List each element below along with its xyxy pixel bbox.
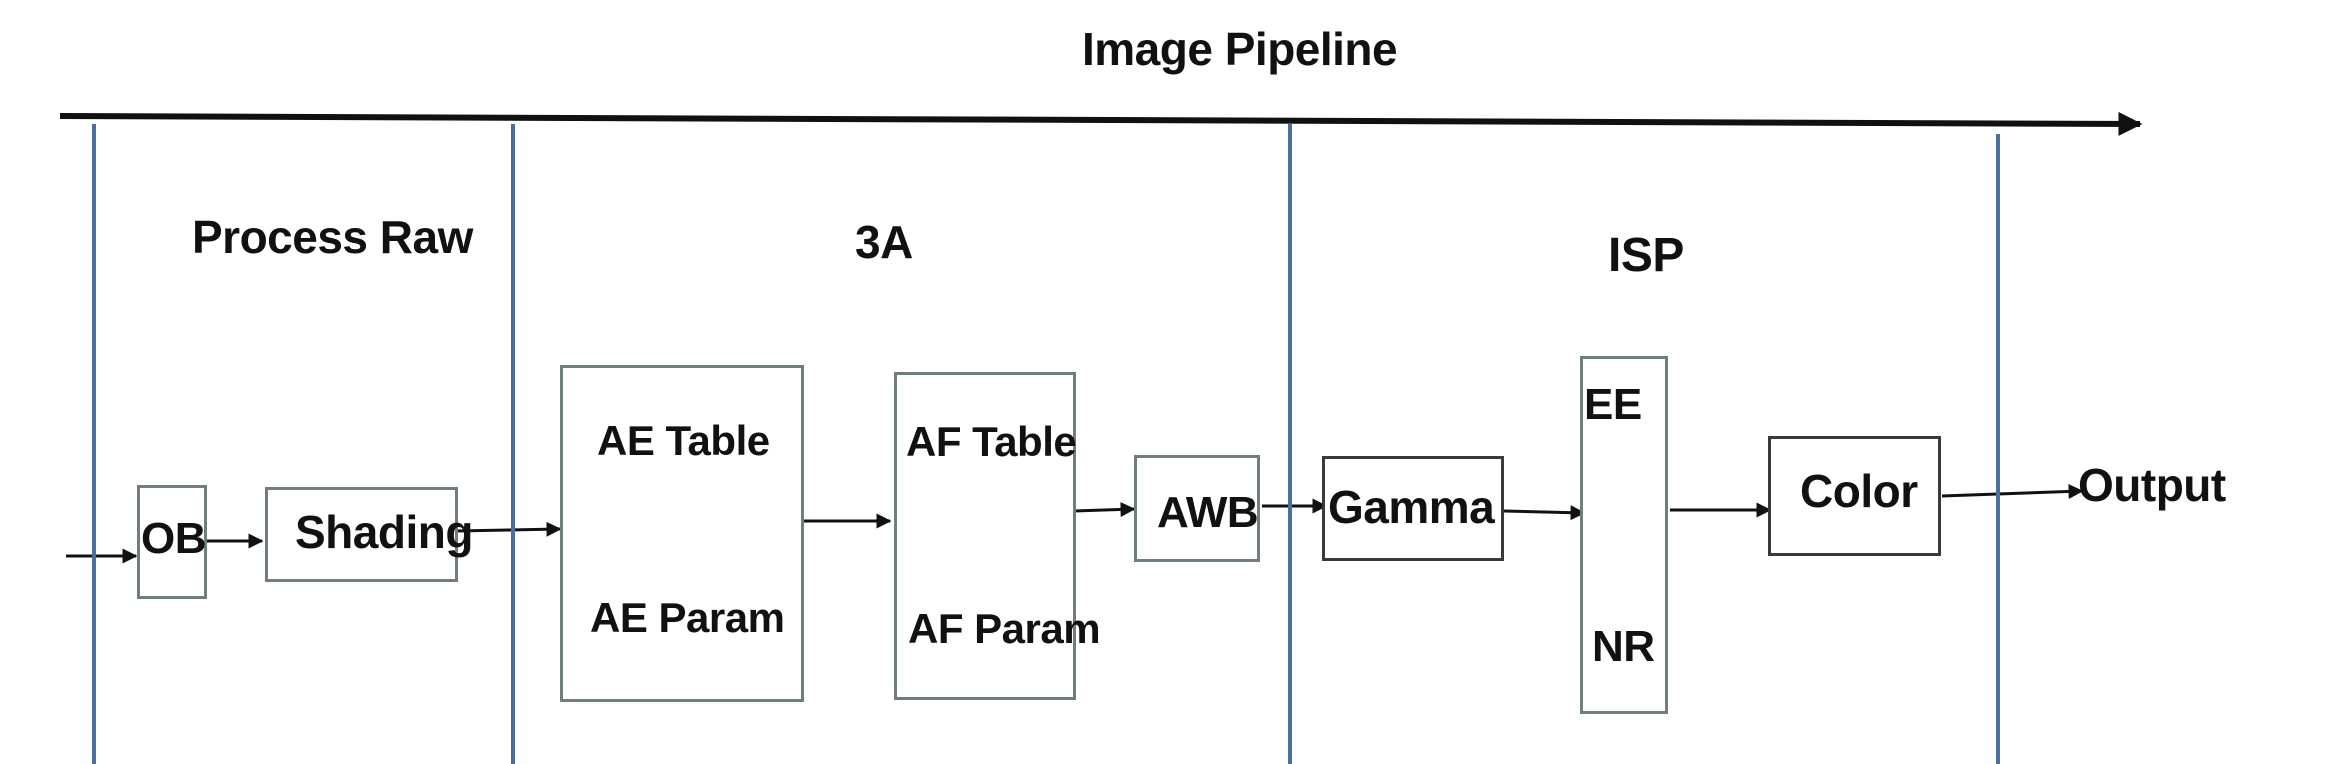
af-table-label: AF Table bbox=[906, 418, 1077, 465]
section-process-raw: Process Raw bbox=[192, 211, 473, 263]
arrow-gamma-eenr bbox=[1503, 505, 1586, 521]
ob-block bbox=[137, 485, 207, 599]
ee-nr-block bbox=[1580, 356, 1668, 714]
timeline-arrow bbox=[59, 111, 2143, 136]
gamma-block bbox=[1322, 456, 1504, 561]
ae-param-label: AE Param bbox=[590, 594, 785, 641]
arrow-color-output bbox=[1941, 483, 2084, 499]
color-label: Color bbox=[1800, 465, 1918, 517]
ae-table-label: AE Table bbox=[597, 417, 770, 464]
divider-line bbox=[1288, 124, 1292, 764]
shading-block bbox=[265, 487, 458, 582]
section-isp: ISP bbox=[1608, 229, 1684, 282]
ae-block bbox=[560, 365, 804, 702]
divider-line bbox=[511, 124, 515, 764]
af-param-label: AF Param bbox=[908, 605, 1101, 652]
awb-block bbox=[1134, 455, 1260, 562]
output-label: Output bbox=[2078, 459, 2226, 511]
section-3a: 3A bbox=[855, 216, 913, 268]
color-block bbox=[1768, 436, 1941, 556]
divider-line bbox=[1996, 134, 2000, 764]
diagram-title: Image Pipeline bbox=[1082, 23, 1398, 75]
awb-label: AWB bbox=[1157, 488, 1259, 537]
arrow-af-awb bbox=[1073, 501, 1136, 517]
nr-label: NR bbox=[1592, 622, 1655, 671]
gamma-label: Gamma bbox=[1328, 481, 1495, 533]
divider-line bbox=[92, 124, 96, 764]
arrow-shading-ae bbox=[455, 521, 562, 537]
ee-label: EE bbox=[1584, 380, 1642, 429]
ob-label: OB bbox=[141, 514, 207, 563]
af-block bbox=[894, 372, 1076, 700]
shading-label: Shading bbox=[295, 506, 473, 558]
